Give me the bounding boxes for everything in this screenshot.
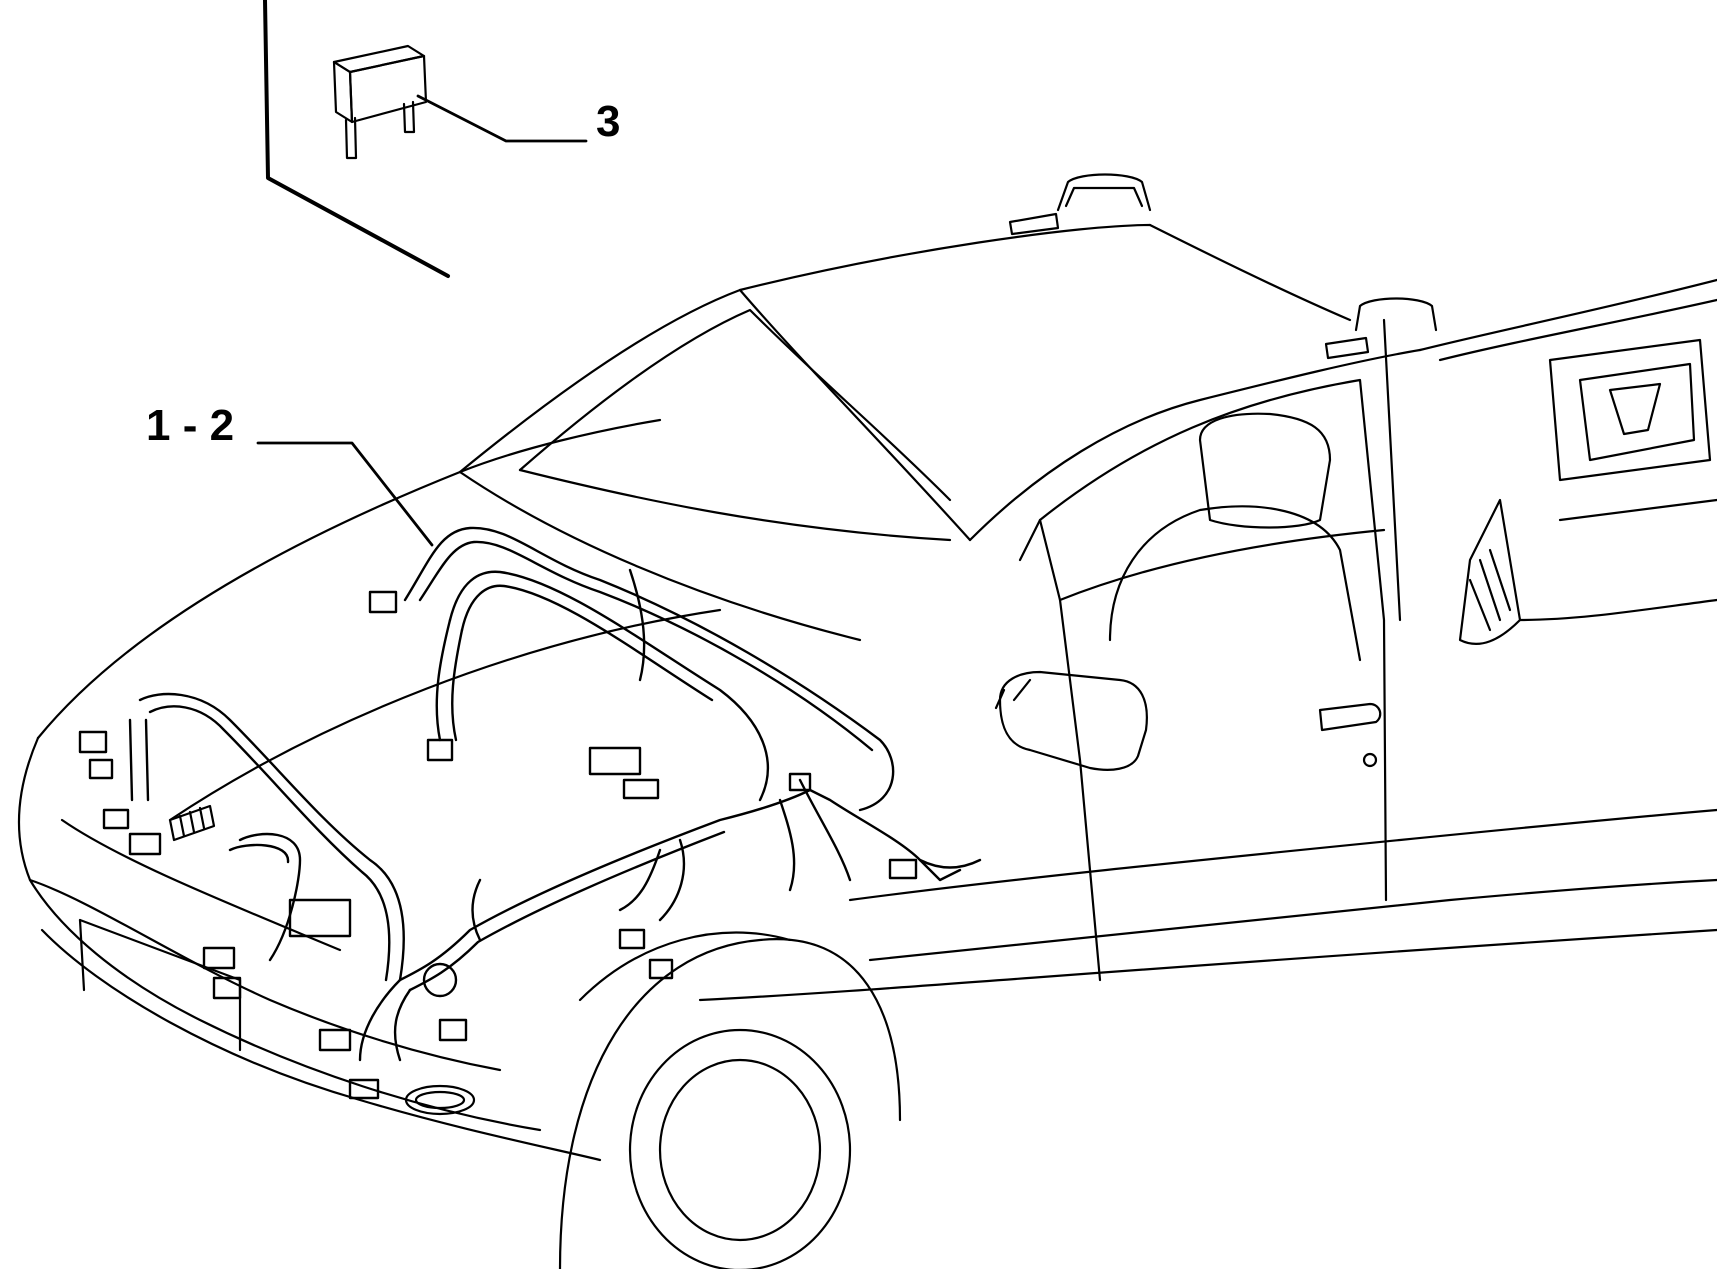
wiring-harness xyxy=(80,528,980,1098)
fuse-icon xyxy=(334,46,426,158)
inset-frame xyxy=(265,0,448,276)
callout-label-3: 3 xyxy=(596,97,621,146)
callout-label-1-2: 1 - 2 xyxy=(146,401,235,450)
leader-line-3 xyxy=(418,96,586,141)
leader-line-1-2 xyxy=(258,443,432,545)
car-body xyxy=(19,175,1717,1269)
